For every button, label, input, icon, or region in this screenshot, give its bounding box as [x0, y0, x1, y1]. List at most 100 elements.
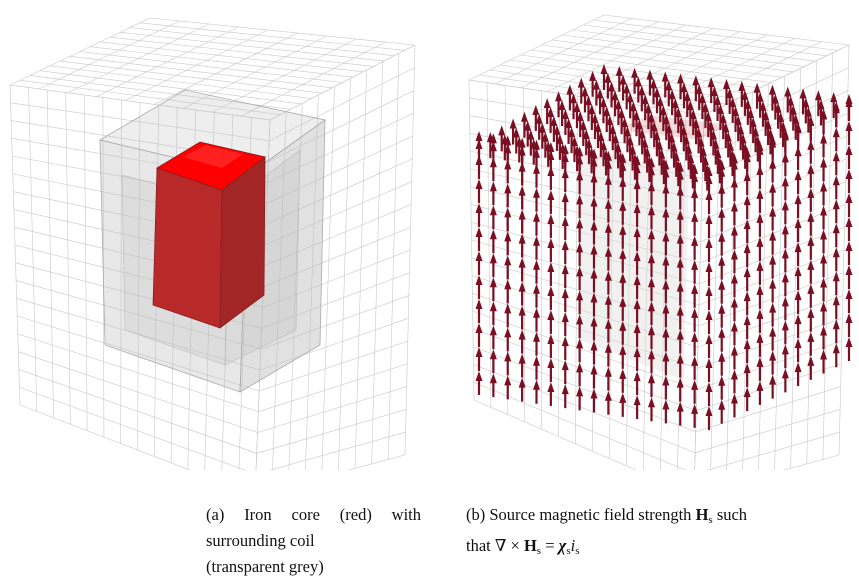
field-arrow — [519, 162, 526, 186]
field-arrow — [795, 338, 802, 362]
field-arrow — [706, 262, 713, 286]
source-field-render — [429, 0, 859, 470]
field-arrow — [833, 175, 840, 199]
field-arrow — [756, 237, 763, 261]
field-arrow — [562, 240, 569, 264]
field-arrow — [795, 362, 802, 386]
field-arrow — [476, 323, 483, 347]
field-arrow — [769, 327, 776, 351]
field-arrow — [795, 170, 802, 194]
field-arrow — [782, 152, 789, 176]
caption-b-symbol-h: H — [696, 505, 709, 524]
field-arrow — [547, 358, 554, 382]
field-arrow — [605, 367, 612, 391]
field-arrow — [662, 375, 669, 399]
caption-b-tag: (b) — [466, 505, 485, 524]
field-arrow — [476, 371, 483, 395]
field-arrow — [731, 369, 738, 393]
field-arrow — [562, 312, 569, 336]
field-arrow — [706, 310, 713, 334]
caption-b: (b) Source magnetic field strength Hs su… — [466, 502, 859, 564]
field-arrow — [519, 258, 526, 282]
field-arrow — [490, 349, 497, 373]
field-arrow — [691, 308, 698, 332]
field-arrow — [677, 378, 684, 402]
field-arrow — [846, 193, 853, 217]
field-arrow — [706, 190, 713, 214]
field-arrow — [718, 184, 725, 208]
field-arrow — [756, 261, 763, 285]
field-arrow — [504, 207, 511, 231]
field-arrow — [634, 371, 641, 395]
field-arrow — [820, 350, 827, 374]
field-arrow — [744, 243, 751, 267]
field-arrow — [820, 182, 827, 206]
field-arrow — [476, 227, 483, 251]
field-arrow — [662, 399, 669, 423]
field-arrow — [731, 177, 738, 201]
field-arrow — [691, 332, 698, 356]
caption-a: (a) Iron core (red) with surrounding coi… — [206, 502, 421, 580]
field-arrow — [718, 352, 725, 376]
field-arrow — [562, 384, 569, 408]
field-arrow — [576, 386, 583, 410]
field-arrow — [833, 151, 840, 175]
field-arrow — [782, 176, 789, 200]
field-arrow — [795, 194, 802, 218]
field-arrow — [547, 190, 554, 214]
caption-b-equals: = — [545, 536, 554, 555]
field-arrow — [490, 181, 497, 205]
field-arrow — [706, 406, 713, 430]
field-arrow — [605, 391, 612, 415]
field-arrow — [807, 140, 814, 164]
field-arrow — [718, 280, 725, 304]
field-arrow — [562, 336, 569, 360]
field-arrow — [533, 260, 540, 284]
field-arrow — [769, 279, 776, 303]
field-arrow — [820, 134, 827, 158]
field-arrow — [756, 285, 763, 309]
field-arrow — [782, 344, 789, 368]
field-arrow — [547, 286, 554, 310]
field-arrow — [782, 368, 789, 392]
field-arrow — [769, 183, 776, 207]
field-arrow — [820, 206, 827, 230]
field-arrow — [562, 288, 569, 312]
field-arrow — [820, 230, 827, 254]
field-arrow — [846, 97, 853, 121]
field-arrow — [718, 232, 725, 256]
field-arrow — [769, 255, 776, 279]
field-arrow — [769, 351, 776, 375]
field-arrow — [782, 320, 789, 344]
field-arrow — [533, 380, 540, 404]
field-arrow — [547, 214, 554, 238]
field-arrow — [846, 241, 853, 265]
caption-b-symbol-h2: H — [524, 536, 537, 555]
field-arrow — [547, 310, 554, 334]
field-arrow — [833, 223, 840, 247]
field-arrow — [718, 304, 725, 328]
field-arrow — [744, 219, 751, 243]
field-arrow — [706, 214, 713, 238]
field-arrow — [782, 224, 789, 248]
field-arrow — [634, 395, 641, 419]
field-arrow — [490, 301, 497, 325]
field-arrow — [519, 282, 526, 306]
field-arrow — [731, 297, 738, 321]
field-arrow — [706, 334, 713, 358]
field-arrow — [769, 303, 776, 327]
field-arrow — [782, 272, 789, 296]
field-arrow — [504, 159, 511, 183]
field-arrow — [731, 225, 738, 249]
field-arrow — [846, 289, 853, 313]
field-arrow — [648, 373, 655, 397]
field-arrow — [782, 200, 789, 224]
field-arrow — [476, 179, 483, 203]
field-arrow — [706, 382, 713, 406]
caption-b-sub-s4: s — [575, 545, 579, 557]
caption-a-line1: Iron core (red) with surrounding coil — [206, 505, 421, 550]
field-arrow — [490, 277, 497, 301]
field-arrow — [846, 265, 853, 289]
field-arrow — [756, 189, 763, 213]
field-arrow — [769, 159, 776, 183]
